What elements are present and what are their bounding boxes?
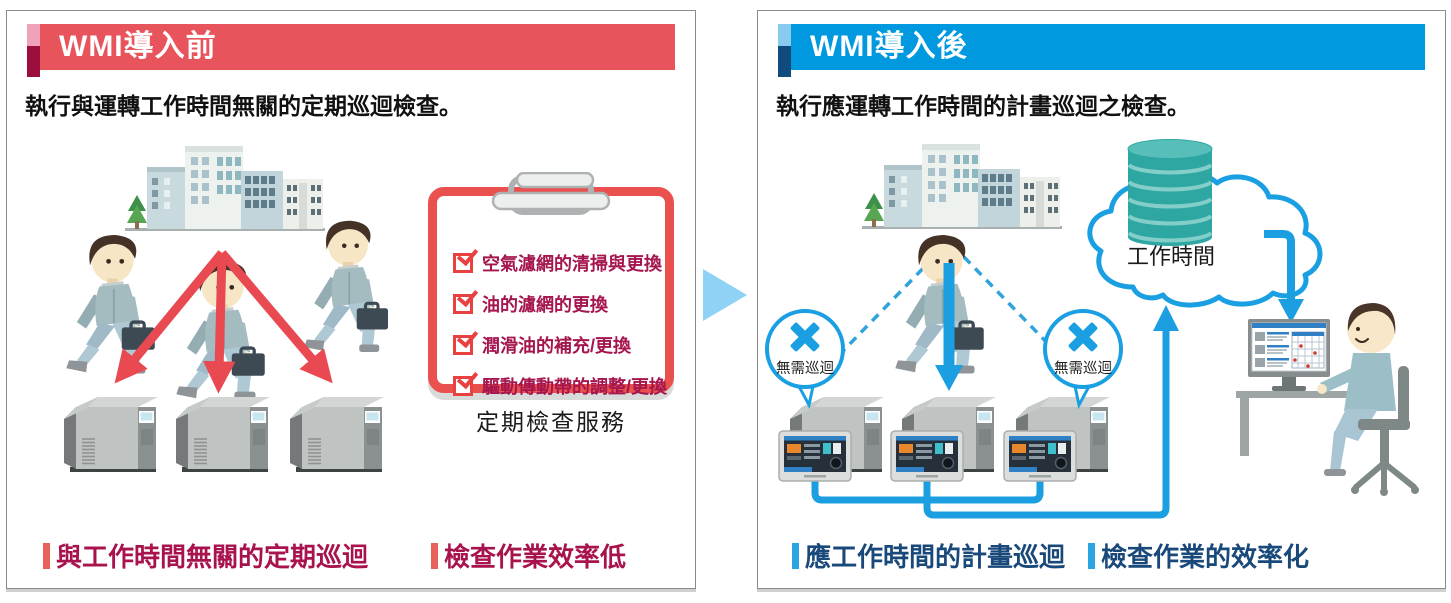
checklist-item: 油的濾網的更換 [453,291,661,317]
checkbox-icon [453,294,473,314]
before-footnote-2: 檢查作業效率低 [431,537,626,574]
planned-route-arrow [935,263,963,391]
monitor-calendar [1291,331,1325,369]
after-header-accent [778,24,791,77]
no-patrol-label: 無需巡迴 [776,360,834,377]
machine-icon [1016,397,1110,472]
control-panel-icon [1003,430,1077,482]
clipboard-clip-icon [491,172,611,215]
footnote-marker [1088,542,1095,569]
checklist-caption: 定期檢查服務 [476,409,626,435]
red-route-arrows [114,250,333,394]
checklist-item-label: 油的濾網的更換 [482,295,608,315]
cloud-label: 工作時間 [1127,244,1215,269]
after-footnote-1: 應工作時間的計畫巡迴 [792,537,1065,574]
no-patrol-label: 無需巡迴 [1054,360,1112,377]
worker-icon [64,233,157,376]
before-header: WMI導入前 [27,24,675,77]
database-icon [1127,139,1213,246]
machine-icon [175,396,271,473]
download-arrow [1264,230,1304,323]
checkbox-icon [453,376,473,396]
dashed-skip-routes [810,255,1088,385]
machine-icon [902,397,996,472]
after-title: WMI導入後 [810,30,968,63]
after-footnote-2: 檢查作業的效率化 [1088,537,1309,574]
before-title: WMI導入前 [59,30,217,63]
after-header: WMI導入後 [778,24,1425,77]
cloud-database-icon: 工作時間 [1087,139,1323,308]
before-header-accent [27,24,40,77]
checklist-item: 空氣濾網的清掃與更換 [453,250,662,276]
control-panel-icon [890,430,964,482]
control-panel-icon [778,430,852,482]
footnote-marker [43,542,50,569]
after-subtitle: 執行應運轉工作時間的計畫巡迴之檢查。 [776,93,1190,119]
x-mark-icon [1068,322,1098,352]
machine-icon [289,396,385,473]
checkbox-icon [453,253,473,273]
panel-before-wmi: WMI導入前 執行與運轉工作時間無關的定期巡迴檢查。 [6,10,696,589]
monitor-list [1255,332,1289,367]
network-lines [811,325,1170,519]
checklist-item-label: 空氣濾網的清掃與更換 [482,254,662,274]
worker-icon [302,219,390,354]
checkbox-icon [453,335,473,355]
panel-transition-arrow-icon [703,269,747,321]
x-mark-icon [790,322,820,352]
building-icon [125,146,325,231]
checklist-item-label: 潤滑油的補充/更換 [482,336,632,356]
clipboard-icon: 空氣濾網的清掃與更換 油的濾網的更換 潤滑油的補充/更換 驅動傳動帶的調整/更換 [428,172,674,397]
operator-at-desk-icon [1236,303,1419,496]
upload-arrowhead [1153,305,1179,331]
worker-icon [893,233,986,376]
panel-after-wmi: WMI導入後 執行應運轉工作時間的計畫巡迴之檢查。 [757,10,1446,589]
checklist: 空氣濾網的清掃與更換 油的濾網的更換 潤滑油的補充/更換 驅動傳動帶的調整/更換 [453,250,667,399]
before-footnote-1: 與工作時間無關的定期巡迴 [43,537,368,574]
footnote-marker [792,542,799,569]
checklist-item-label: 驅動傳動帶的調整/更換 [482,377,667,397]
no-patrol-bubble-right: 無需巡迴 [1043,309,1123,410]
building-icon [862,144,1062,229]
no-patrol-bubble-left: 無需巡迴 [765,309,845,410]
machine-icon [790,397,884,472]
machine-icon [63,396,159,473]
worker-icon [174,259,267,402]
footnote-marker [431,542,438,569]
before-subtitle: 執行與運轉工作時間無關的定期巡迴檢查。 [25,93,462,119]
checklist-item: 潤滑油的補充/更換 [453,332,661,358]
checklist-item: 驅動傳動帶的調整/更換 [453,373,667,399]
